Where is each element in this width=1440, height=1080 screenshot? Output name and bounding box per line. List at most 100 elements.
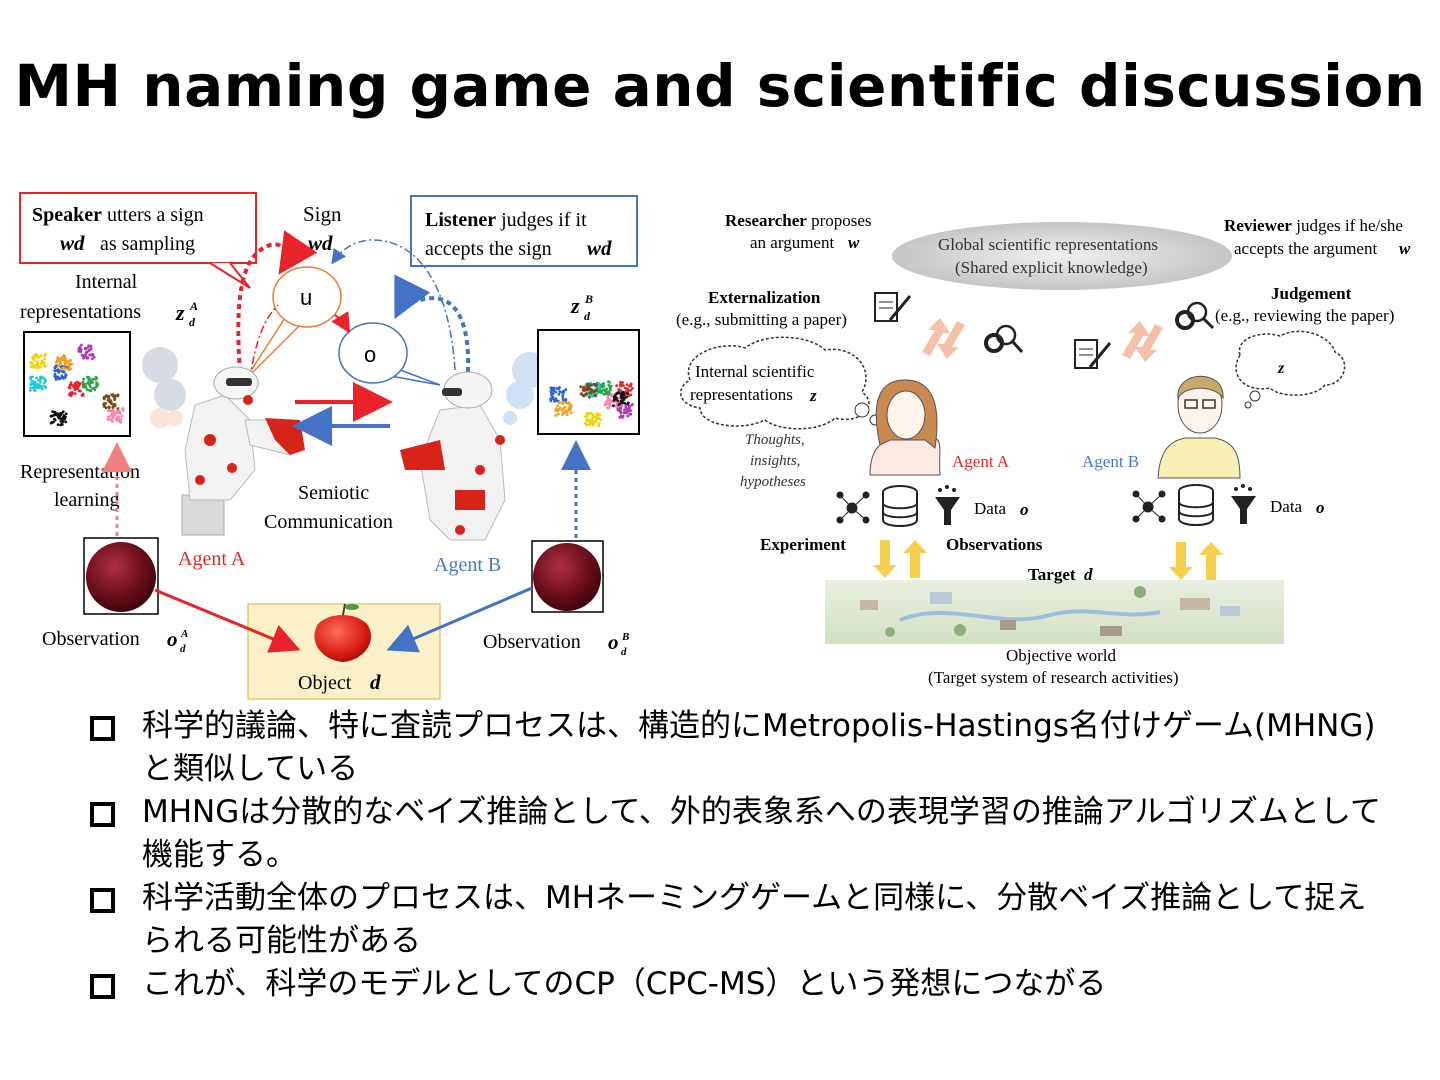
scatter-dot [629, 393, 633, 397]
scatter-dot [116, 394, 120, 398]
paper-pen-icon-b [1074, 339, 1112, 369]
dashdot-arrow-top [331, 239, 456, 371]
scatter-dot [55, 376, 58, 380]
externalization-sub: (e.g., submitting a paper) [676, 310, 847, 329]
scatter-dot [38, 386, 42, 389]
scatter-dot [624, 405, 628, 408]
scatter-dot [109, 418, 112, 421]
scatter-dot [615, 384, 618, 388]
scatter-dot [119, 417, 123, 421]
obs-a-sub: d [180, 643, 186, 655]
scatter-dot [625, 383, 629, 386]
z-b-sub: d [584, 309, 591, 323]
scatter-dot [104, 406, 108, 410]
semiotic-line1: Semiotic [298, 482, 369, 504]
speaker-dashed-arrow [236, 230, 318, 373]
sign-label: Sign [303, 202, 342, 226]
agent-b-illustration [1157, 375, 1241, 479]
scatter-dot [53, 410, 57, 414]
internal-repr-line1: Internal [75, 271, 138, 293]
scatter-dot [81, 392, 85, 396]
scatter-dot [29, 389, 32, 392]
scatter-dot [621, 416, 624, 419]
global-line1: Global scientific representations [938, 235, 1158, 254]
scatter-dot [562, 411, 566, 415]
scatter-dot [64, 359, 68, 363]
scatter-dot [597, 424, 601, 428]
scatter-dot [53, 372, 57, 376]
scatter-dot [626, 392, 629, 395]
bullet-text: MHNGは分散的なベイズ推論として、外的表象系への表現学習の推論アルゴリズムとし… [142, 794, 1381, 873]
scatter-dot [64, 420, 68, 424]
scatter-dot [626, 388, 630, 392]
researcher-line1: Researcher proposes [725, 211, 872, 230]
scatter-dot [87, 378, 91, 382]
scatter-dot [51, 410, 54, 413]
scatter-dot [613, 394, 617, 397]
scatter-dot [29, 377, 33, 381]
scatter-dot [57, 364, 60, 367]
scatter-dot [630, 403, 634, 407]
database-icon-a [882, 485, 918, 527]
scatter-dot [591, 423, 595, 427]
scatter-dot [111, 416, 115, 420]
bullet-item: これが、科学のモデルとしてのCP（CPC-MS）という発想につながる [90, 963, 1390, 1006]
scatter-dot [56, 356, 60, 359]
scatter-dot [590, 383, 594, 387]
scatter-dot [39, 354, 43, 357]
scatter-dot [115, 411, 118, 414]
scatter-dot [86, 345, 90, 349]
object-panel: Object d [247, 603, 441, 700]
scatter-dot [112, 414, 116, 417]
scatter-dot [32, 364, 36, 368]
data-a-var: o [1020, 500, 1029, 519]
scatter-dot [555, 398, 558, 402]
thoughts-line3: hypotheses [740, 474, 806, 490]
scatter-dot [580, 392, 583, 396]
scatter-dot [565, 413, 569, 417]
scatter-dot [626, 409, 630, 413]
scatter-dot [69, 359, 72, 362]
scatter-dot [109, 399, 112, 402]
scatter-dot [561, 395, 565, 399]
scatter-dot [58, 377, 62, 380]
obs-arrow-b [386, 586, 533, 653]
scatter-dot [61, 410, 65, 414]
scatter-dot [558, 386, 561, 389]
bullet-square-icon [90, 888, 115, 913]
scatter-dot [38, 383, 41, 387]
u-to-o-arrow [331, 311, 351, 334]
scatter-dot [569, 411, 573, 415]
internal-repr-line2: representations [20, 301, 141, 323]
scatter-dot [67, 386, 71, 389]
yellow-arrows-b [1169, 542, 1223, 580]
listener-line2: accepts the sign [425, 238, 552, 260]
scatter-dot [106, 398, 110, 402]
z-a-label: z [175, 300, 185, 325]
scatter-dot [78, 382, 82, 386]
scatter-dot [40, 359, 44, 363]
observation-a-label: Observation [42, 628, 140, 650]
scatter-dot [68, 393, 71, 397]
scatter-dot [621, 391, 624, 395]
scatter-dot [561, 398, 565, 401]
scatter-dot [78, 389, 82, 393]
gear-magnifier-icon-a [984, 324, 1024, 354]
scatter-dot [608, 398, 611, 402]
scatter-dot [557, 401, 561, 405]
scatter-dot [615, 392, 619, 395]
scatter-dot [29, 375, 32, 379]
repr-learning-line1: Representation [20, 461, 140, 483]
scatter-dot [69, 367, 72, 371]
scatter-dot [550, 389, 553, 392]
scatter-dot [64, 412, 68, 416]
listener-callout: Listener judges if it accepts the sign w… [410, 195, 638, 267]
repr-learning-line2: learning [54, 489, 120, 511]
scatter-dot [610, 392, 613, 396]
bullet-text: これが、科学のモデルとしてのCP（CPC-MS）という発想につながる [142, 966, 1107, 1002]
bullet-item: MHNGは分散的なベイズ推論として、外的表象系への表現学習の推論アルゴリズムとし… [90, 791, 1390, 877]
scatter-dot [61, 420, 65, 424]
scatter-dot [58, 361, 62, 365]
scatter-dot [567, 408, 571, 412]
scatter-dot [583, 393, 586, 397]
